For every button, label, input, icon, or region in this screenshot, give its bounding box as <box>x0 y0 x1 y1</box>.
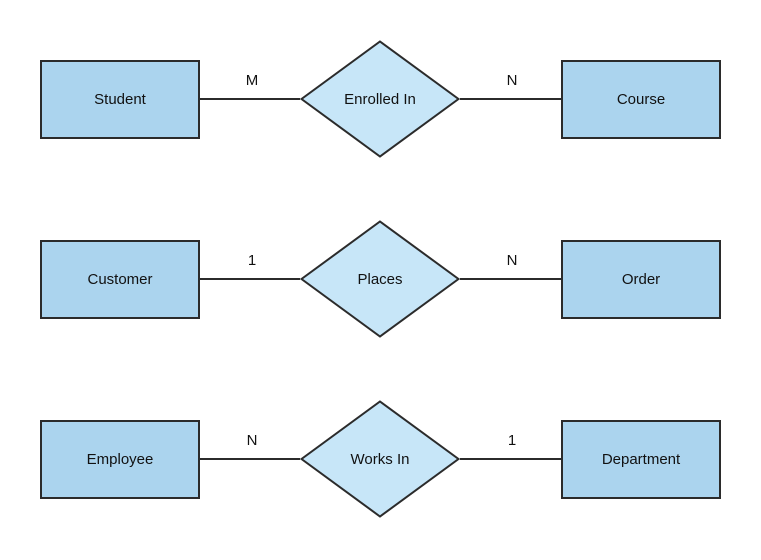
relationship-diamond-works-in: Works In <box>300 400 460 518</box>
entity-box-order: Order <box>561 240 721 319</box>
entity-label: Course <box>616 91 666 108</box>
er-relationship-row-employee-department: Employee N Works In 1 Department <box>0 400 761 520</box>
entity-label: Customer <box>87 271 153 288</box>
connector-line-right <box>460 458 561 460</box>
cardinality-label-left: N <box>246 432 258 449</box>
diamond-shape <box>300 400 460 518</box>
diamond-polygon <box>300 400 460 518</box>
entity-box-course: Course <box>561 60 721 139</box>
relationship-diamond-enrolled-in: Enrolled In <box>300 40 460 158</box>
connector-line-right <box>460 98 561 100</box>
entity-label: Order <box>621 271 661 288</box>
relationship-diamond-places: Places <box>300 220 460 338</box>
cardinality-label-left: M <box>245 72 259 89</box>
diamond-shape <box>300 220 460 338</box>
cardinality-label-right: N <box>506 72 518 89</box>
connector-line-left <box>200 458 300 460</box>
connector-line-left <box>200 278 300 280</box>
diamond-polygon <box>300 220 460 338</box>
diamond-polygon <box>300 40 460 158</box>
relationship-label: Enrolled In <box>344 90 416 108</box>
entity-box-customer: Customer <box>40 240 200 319</box>
cardinality-label-right: N <box>506 252 518 269</box>
diamond-shape <box>300 40 460 158</box>
er-relationship-row-customer-order: Customer 1 Places N Order <box>0 220 761 340</box>
er-relationship-row-student-course: Student M Enrolled In N Course <box>0 40 761 160</box>
entity-box-student: Student <box>40 60 200 139</box>
entity-box-department: Department <box>561 420 721 499</box>
relationship-label: Places <box>357 270 403 288</box>
entity-box-employee: Employee <box>40 420 200 499</box>
relationship-label: Works In <box>350 450 410 468</box>
cardinality-label-right: 1 <box>507 432 517 449</box>
entity-label: Employee <box>86 451 154 468</box>
connector-line-right <box>460 278 561 280</box>
entity-label: Student <box>94 91 146 108</box>
connector-line-left <box>200 98 300 100</box>
entity-label: Department <box>601 451 681 468</box>
cardinality-label-left: 1 <box>247 252 257 269</box>
